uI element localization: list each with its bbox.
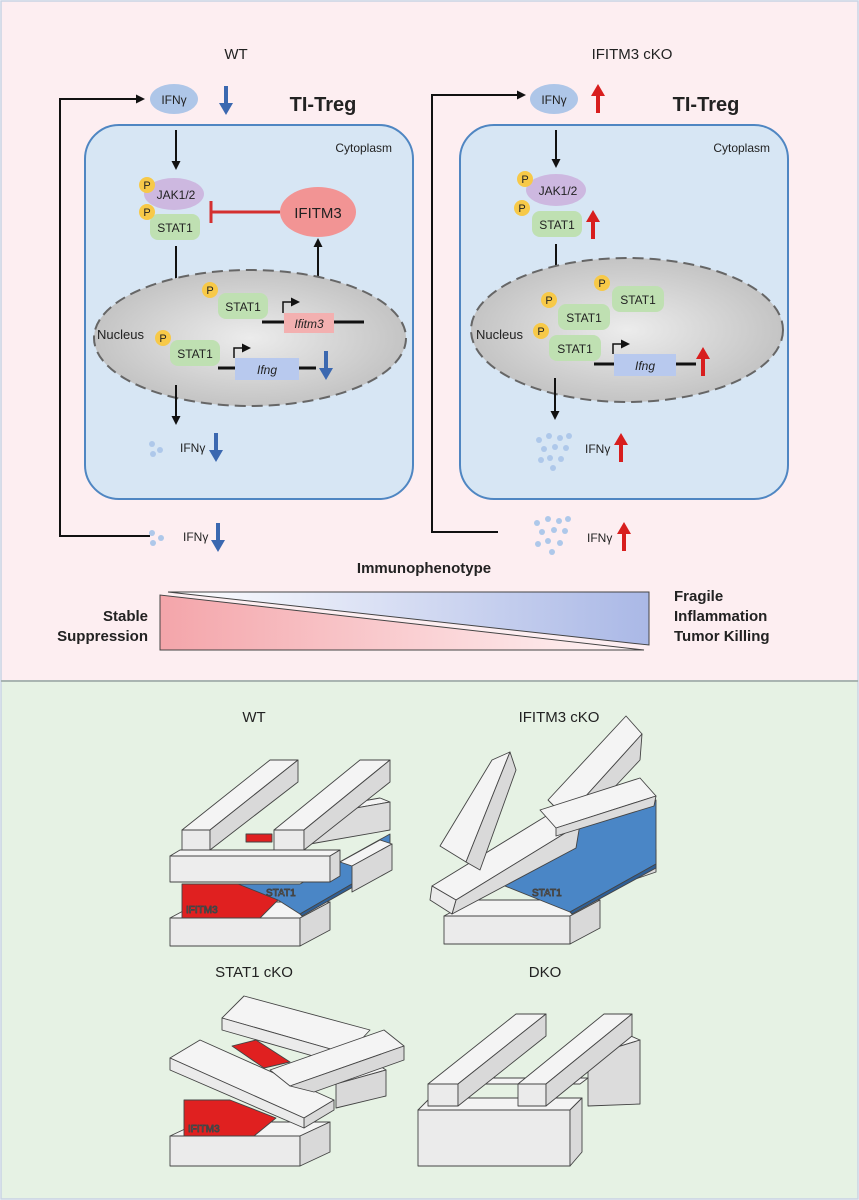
wt-block-stack: IFITM3 STAT1 xyxy=(169,759,393,947)
wt-stat1-phospho-label: P xyxy=(143,207,150,219)
cko-jak-phospho xyxy=(517,171,533,187)
dko-blocks-title: DKO xyxy=(529,964,562,981)
cko-block-stack: STAT1 xyxy=(429,715,657,945)
cko-stat1 xyxy=(532,211,582,237)
immunophenotype-title: Immunophenotype xyxy=(357,560,491,577)
wt-stat1-phospho xyxy=(139,204,155,220)
cko-stat1-label: STAT1 xyxy=(539,218,575,232)
immunophenotype-left-1: Stable xyxy=(103,608,148,625)
cko-ifng-gene-label: Ifng xyxy=(635,359,655,373)
cko-blocks-title: IFITM3 cKO xyxy=(519,709,600,726)
wt-nuclear-stat1-a-phospho-label: P xyxy=(206,285,213,297)
wt-stat1 xyxy=(150,214,200,240)
wt-title: WT xyxy=(224,46,247,63)
cko-nuclear-stat1-c-phospho xyxy=(533,323,549,339)
cko-title: IFITM3 cKO xyxy=(592,46,673,63)
wt-nuclear-stat1-a xyxy=(218,293,268,319)
gradient-fragile-wedge xyxy=(167,591,650,646)
stat1-cko-block-stack: IFITM3 xyxy=(169,995,405,1167)
wt-jak-phospho xyxy=(139,177,155,193)
immunophenotype-left-2: Suppression xyxy=(57,628,148,645)
wt-cell-title: TI-Treg xyxy=(290,94,357,116)
gradient-suppression-wedge xyxy=(159,594,645,651)
wt-stat1-label: STAT1 xyxy=(157,221,193,235)
wt-cytoplasm-label: Cytoplasm xyxy=(335,141,392,155)
cko-ifng-gene xyxy=(614,354,676,376)
cko-ifng-dots-inside xyxy=(536,433,572,471)
wt-nuclear-stat1-b-label: STAT1 xyxy=(177,347,213,361)
dko-block-stack xyxy=(417,1013,641,1167)
wt-feedback-arrow xyxy=(59,94,150,537)
wt-nucleus-label: Nucleus xyxy=(97,327,144,342)
wt-blocks-ifitm3-label: IFITM3 xyxy=(186,905,218,916)
immunophenotype-right-2: Inflammation xyxy=(674,608,767,625)
wt-nuclear-stat1-b-phospho-label: P xyxy=(159,333,166,345)
immunophenotype-right-1: Fragile xyxy=(674,588,723,605)
cko-nuclear-stat1-b xyxy=(558,304,610,330)
cko-ifng-inside-label: IFNγ xyxy=(585,442,610,456)
cko-feedback-arrow xyxy=(431,90,526,533)
wt-ifitm3-gene xyxy=(284,313,334,333)
wt-ifng-gene-label: Ifng xyxy=(257,363,277,377)
cko-nuclear-stat1-c xyxy=(549,335,601,361)
wt-ifng-receptor-label: IFNγ xyxy=(161,93,186,107)
stat1-cko-blocks-ifitm3-label: IFITM3 xyxy=(188,1124,220,1135)
cko-nucleus-label: Nucleus xyxy=(476,327,523,342)
wt-ifng-receptor xyxy=(150,84,198,114)
cko-ifng-promoter-arrow xyxy=(612,339,630,354)
wt-jak-phospho-label: P xyxy=(143,180,150,192)
wt-jak-label: JAK1/2 xyxy=(157,188,196,202)
wt-ifng-inside-label: IFNγ xyxy=(180,441,205,455)
wt-nuclear-stat1-a-phospho xyxy=(202,282,218,298)
cko-nuclear-stat1-a-phospho xyxy=(594,275,610,291)
cko-nuclear-stat1-b-phospho xyxy=(541,292,557,308)
wt-ifng-promoter-arrow xyxy=(233,343,251,358)
wt-nuclear-stat1-b-phospho xyxy=(155,330,171,346)
wt-ifitm3 xyxy=(280,187,356,237)
cko-ifng-receptor-label: IFNγ xyxy=(541,93,566,107)
cko-stat1-phospho-label: P xyxy=(518,203,525,215)
cko-ifng-dots-outside xyxy=(534,516,571,555)
cko-nuclear-stat1-b-label: STAT1 xyxy=(566,311,602,325)
wt-ifitm3-promoter-arrow xyxy=(282,297,300,313)
wt-ifng-dots-inside xyxy=(149,441,163,457)
wt-ifng-gene xyxy=(235,358,299,380)
cko-nuclear-stat1-a xyxy=(612,286,664,312)
cko-cell-title: TI-Treg xyxy=(673,94,740,116)
wt-ifng-outside-label: IFNγ xyxy=(183,530,208,544)
cko-jak xyxy=(526,174,586,206)
cko-nuclear-stat1-c-label: STAT1 xyxy=(557,342,593,356)
wt-nuclear-stat1-b xyxy=(170,340,220,366)
cko-jak-phospho-label: P xyxy=(521,174,528,186)
wt-ifitm3-label: IFITM3 xyxy=(294,205,342,222)
cko-nuclear-stat1-a-label: STAT1 xyxy=(620,293,656,307)
cko-jak-label: JAK1/2 xyxy=(539,184,578,198)
cko-blocks-stat1-label: STAT1 xyxy=(532,888,562,899)
cko-nuclear-stat1-a-phospho-label: P xyxy=(598,278,605,290)
cko-nuclear-stat1-c-phospho-label: P xyxy=(537,326,544,338)
wt-blocks-stat1-label: STAT1 xyxy=(266,888,296,899)
wt-ifitm3-gene-label: Ifitm3 xyxy=(294,317,324,331)
cko-ifng-outside-label: IFNγ xyxy=(587,531,612,545)
wt-nuclear-stat1-a-label: STAT1 xyxy=(225,300,261,314)
cko-ifng-receptor xyxy=(530,84,578,114)
cko-cytoplasm-label: Cytoplasm xyxy=(713,141,770,155)
wt-ifng-dots-outside xyxy=(149,530,164,546)
wt-jak xyxy=(144,178,204,210)
cko-nuclear-stat1-b-phospho-label: P xyxy=(545,295,552,307)
immunophenotype-right-3: Tumor Killing xyxy=(674,628,770,645)
wt-blocks-title: WT xyxy=(242,709,265,726)
stat1-cko-blocks-title: STAT1 cKO xyxy=(215,964,293,981)
cko-stat1-phospho xyxy=(514,200,530,216)
